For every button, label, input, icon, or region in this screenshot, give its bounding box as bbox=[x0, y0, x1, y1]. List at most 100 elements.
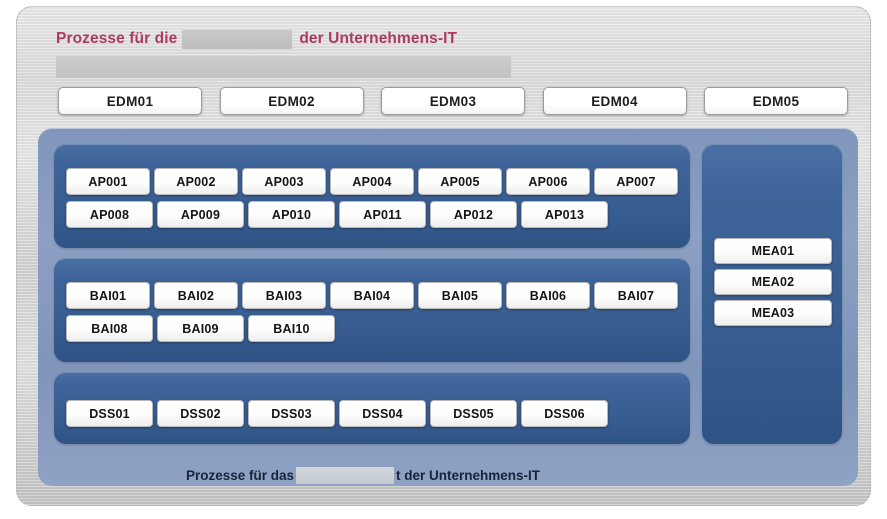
edm-tab-2[interactable]: EDM02 bbox=[219, 87, 364, 115]
chip-label: AP009 bbox=[180, 207, 221, 222]
apo-chip-rows: AP001 AP002 AP003 AP004 AP005 AP006 AP00… bbox=[66, 168, 678, 228]
chip-label: MEA02 bbox=[751, 275, 795, 289]
bai-row-2: BAI08 BAI09 BAI10 bbox=[66, 315, 678, 342]
process-group-mea: MEA01 MEA02 MEA03 bbox=[702, 144, 842, 444]
process-chip[interactable]: BAI06 bbox=[506, 282, 590, 309]
page-title-prefix: Prozesse für die bbox=[56, 30, 178, 47]
chip-label: BAI10 bbox=[273, 321, 310, 336]
edm-tab-label: EDM03 bbox=[429, 93, 477, 109]
process-chip[interactable]: BAI08 bbox=[66, 315, 153, 342]
process-panel: AP001 AP002 AP003 AP004 AP005 AP006 AP00… bbox=[38, 128, 858, 486]
caption-redaction-block bbox=[296, 466, 394, 484]
dss-chip-rows: DSS01 DSS02 DSS03 DSS04 DSS05 DSS06 bbox=[66, 400, 678, 427]
process-group-apo: AP001 AP002 AP003 AP004 AP005 AP006 AP00… bbox=[54, 144, 690, 248]
process-chip[interactable]: BAI04 bbox=[330, 282, 414, 309]
bai-chip-rows: BAI01 BAI02 BAI03 BAI04 BAI05 BAI06 BAI0… bbox=[66, 282, 678, 342]
process-chip[interactable]: BAI03 bbox=[242, 282, 326, 309]
process-chip[interactable]: MEA01 bbox=[714, 238, 832, 264]
process-chip[interactable]: BAI09 bbox=[157, 315, 244, 342]
edm-tab-1[interactable]: EDM01 bbox=[58, 87, 202, 115]
edm-tab-strip: EDM01 EDM02 EDM03 EDM04 EDM05 bbox=[58, 87, 848, 115]
bai-row-1: BAI01 BAI02 BAI03 BAI04 BAI05 BAI06 BAI0… bbox=[66, 282, 678, 309]
process-chip[interactable]: BAI05 bbox=[418, 282, 502, 309]
process-chip[interactable]: DSS06 bbox=[521, 400, 608, 427]
caption-suffix: t der Unternehmens-IT bbox=[396, 467, 541, 483]
process-chip[interactable]: AP005 bbox=[418, 168, 502, 195]
chip-label: AP013 bbox=[544, 207, 585, 222]
process-chip[interactable]: AP008 bbox=[66, 201, 153, 228]
outer-frame: Prozesse für die der Unternehmens-IT EDM… bbox=[16, 6, 871, 506]
chip-label: AP002 bbox=[176, 174, 216, 189]
process-group-bai: BAI01 BAI02 BAI03 BAI04 BAI05 BAI06 BAI0… bbox=[54, 258, 690, 362]
subtitle-redaction-block bbox=[56, 56, 511, 78]
chip-label: BAI08 bbox=[91, 321, 128, 336]
process-chip[interactable]: AP010 bbox=[248, 201, 335, 228]
process-chip[interactable]: BAI02 bbox=[154, 282, 238, 309]
edm-tab-label: EDM01 bbox=[106, 93, 154, 109]
chip-label: DSS05 bbox=[453, 406, 494, 421]
process-chip[interactable]: DSS02 bbox=[157, 400, 244, 427]
chip-label: DSS06 bbox=[544, 406, 585, 421]
chip-label: AP001 bbox=[88, 174, 128, 189]
chip-label: MEA03 bbox=[751, 306, 795, 320]
process-chip[interactable]: AP012 bbox=[430, 201, 517, 228]
process-chip[interactable]: MEA02 bbox=[714, 269, 832, 295]
process-group-dss: DSS01 DSS02 DSS03 DSS04 DSS05 DSS06 bbox=[54, 372, 690, 444]
apo-row-1: AP001 AP002 AP003 AP004 AP005 AP006 AP00… bbox=[66, 168, 678, 195]
process-chip[interactable]: AP007 bbox=[594, 168, 678, 195]
process-chip[interactable]: BAI01 bbox=[66, 282, 150, 309]
chip-label: AP012 bbox=[453, 207, 494, 222]
process-chip[interactable]: AP006 bbox=[506, 168, 590, 195]
chip-label: BAI03 bbox=[265, 288, 303, 303]
edm-tab-4[interactable]: EDM04 bbox=[542, 87, 687, 115]
apo-row-2: AP008 AP009 AP010 AP011 AP012 AP013 bbox=[66, 201, 678, 228]
process-chip[interactable]: AP001 bbox=[66, 168, 150, 195]
chip-label: AP006 bbox=[528, 174, 568, 189]
process-chip[interactable]: AP009 bbox=[157, 201, 244, 228]
panel-caption: Prozesse für das t der Unternehmens-IT bbox=[38, 462, 688, 488]
process-chip[interactable]: DSS01 bbox=[66, 400, 153, 427]
process-chip[interactable]: BAI10 bbox=[248, 315, 335, 342]
chip-label: AP008 bbox=[89, 207, 130, 222]
process-chip[interactable]: AP011 bbox=[339, 201, 426, 228]
chip-label: BAI05 bbox=[441, 288, 479, 303]
edm-tab-label: EDM02 bbox=[268, 93, 315, 109]
chip-label: AP010 bbox=[271, 207, 312, 222]
process-chip[interactable]: AP004 bbox=[330, 168, 414, 195]
edm-tab-label: EDM05 bbox=[752, 93, 800, 109]
chip-label: BAI01 bbox=[89, 288, 127, 303]
process-chip[interactable]: DSS04 bbox=[339, 400, 426, 427]
process-chip[interactable]: AP003 bbox=[242, 168, 326, 195]
mea-chip-list: MEA01 MEA02 MEA03 bbox=[714, 238, 832, 326]
process-chip[interactable]: BAI07 bbox=[594, 282, 678, 309]
chip-label: DSS04 bbox=[362, 406, 403, 421]
chip-label: MEA01 bbox=[751, 244, 795, 258]
chip-label: AP011 bbox=[363, 207, 402, 222]
chip-label: BAI04 bbox=[353, 288, 391, 303]
chip-label: AP005 bbox=[440, 174, 480, 189]
page-title-suffix: der Unternehmens-IT bbox=[299, 30, 458, 47]
process-chip[interactable]: AP002 bbox=[154, 168, 238, 195]
chip-label: DSS02 bbox=[180, 406, 221, 421]
page-title: Prozesse für die der Unternehmens-IT bbox=[56, 26, 836, 52]
process-chip[interactable]: DSS05 bbox=[430, 400, 517, 427]
chip-label: AP004 bbox=[352, 174, 392, 189]
chip-label: AP003 bbox=[264, 174, 304, 189]
chip-label: BAI09 bbox=[182, 321, 219, 336]
chip-label: BAI07 bbox=[617, 288, 655, 303]
chip-label: DSS03 bbox=[271, 406, 312, 421]
chip-label: BAI02 bbox=[177, 288, 215, 303]
process-chip[interactable]: DSS03 bbox=[248, 400, 335, 427]
chip-label: DSS01 bbox=[89, 406, 130, 421]
process-chip[interactable]: AP013 bbox=[521, 201, 608, 228]
process-group-column: AP001 AP002 AP003 AP004 AP005 AP006 AP00… bbox=[54, 144, 690, 444]
title-redaction-block bbox=[182, 29, 293, 49]
edm-tab-5[interactable]: EDM05 bbox=[704, 87, 848, 115]
edm-tab-3[interactable]: EDM03 bbox=[381, 87, 525, 115]
chip-label: BAI06 bbox=[529, 288, 567, 303]
process-chip[interactable]: MEA03 bbox=[714, 300, 832, 326]
chip-label: AP007 bbox=[616, 174, 656, 189]
edm-tab-label: EDM04 bbox=[591, 93, 638, 109]
caption-prefix: Prozesse für das bbox=[185, 467, 294, 483]
dss-row-1: DSS01 DSS02 DSS03 DSS04 DSS05 DSS06 bbox=[66, 400, 678, 427]
